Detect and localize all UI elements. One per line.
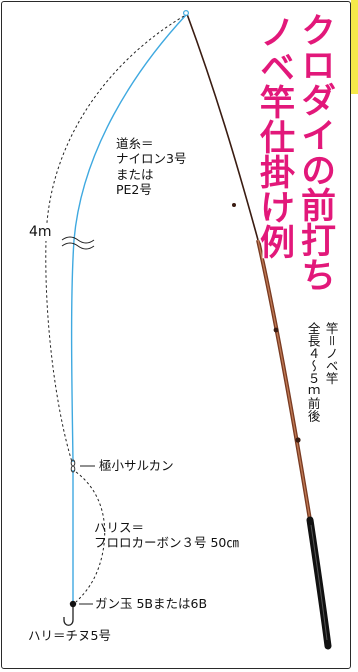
rod-joint	[232, 203, 236, 207]
rod-joint	[295, 437, 301, 443]
rod-tip-icon	[183, 10, 190, 17]
rod-middle-highlight	[257, 239, 311, 521]
length-dimension-line	[45, 15, 185, 463]
hook-icon	[63, 607, 74, 626]
line-break-mark	[61, 236, 95, 244]
main-line-label: 道糸＝ ナイロン3号 または PE2号	[116, 136, 187, 197]
rod-upper	[186, 13, 259, 241]
rod-joint	[273, 327, 279, 333]
page-edge-strip	[351, 0, 358, 672]
hook-label: ハリ＝チヌ5号	[28, 628, 111, 643]
title-line-2: ノベ竿仕掛け例	[254, 14, 295, 260]
line-break-mark	[61, 242, 95, 250]
sinker-label: ガン玉 5Bまたは6B	[95, 596, 208, 611]
rod-grip-highlight	[310, 524, 328, 641]
main-line	[70, 14, 187, 463]
rod-label-length: 全長４～５ｍ前後	[305, 322, 321, 422]
title-line-1: クロダイの前打ち	[295, 12, 336, 293]
diagram-frame	[1, 1, 351, 669]
length-label: 4m	[28, 224, 53, 242]
leader-label: ハリス＝ フロロカーボン３号 50㎝	[94, 520, 239, 551]
sinker-icon	[69, 600, 77, 608]
rod-label-type: 竿＝ノベ竿	[323, 322, 339, 385]
swivel-label: 極小サルカン	[99, 458, 174, 473]
swivel-icon	[70, 459, 76, 473]
